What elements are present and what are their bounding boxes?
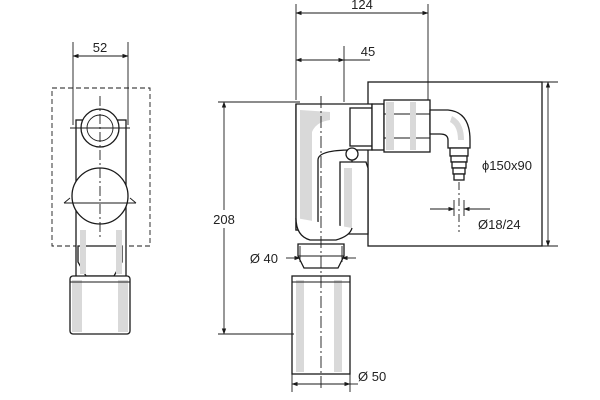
- front-outlet: [69, 275, 131, 335]
- hose-nozzle: [449, 147, 469, 232]
- front-view: [51, 87, 151, 335]
- dimension-outlet-50: Ø 50: [291, 369, 386, 392]
- dim-label-208: 208: [213, 212, 235, 227]
- dim-label-50: Ø 50: [358, 369, 386, 384]
- dim-label-box: ϕ150x90: [482, 158, 532, 173]
- side-view: [291, 81, 543, 390]
- dim-label-40: Ø 40: [250, 251, 278, 266]
- dimension-height: 208: [208, 101, 300, 335]
- dimension-hose: Ø18/24: [430, 200, 521, 232]
- dimension-front-width: 52: [72, 40, 129, 125]
- dim-label-124: 124: [351, 0, 373, 12]
- dim-label-hose: Ø18/24: [478, 217, 521, 232]
- dimension-outlet-40: Ø 40: [250, 246, 356, 266]
- dimension-total-width: 124: [295, 0, 429, 100]
- dimension-box: ϕ150x90: [482, 81, 558, 247]
- dim-label-52: 52: [93, 40, 107, 55]
- dim-label-45: 45: [361, 44, 375, 59]
- dimension-offset: 45: [295, 44, 375, 102]
